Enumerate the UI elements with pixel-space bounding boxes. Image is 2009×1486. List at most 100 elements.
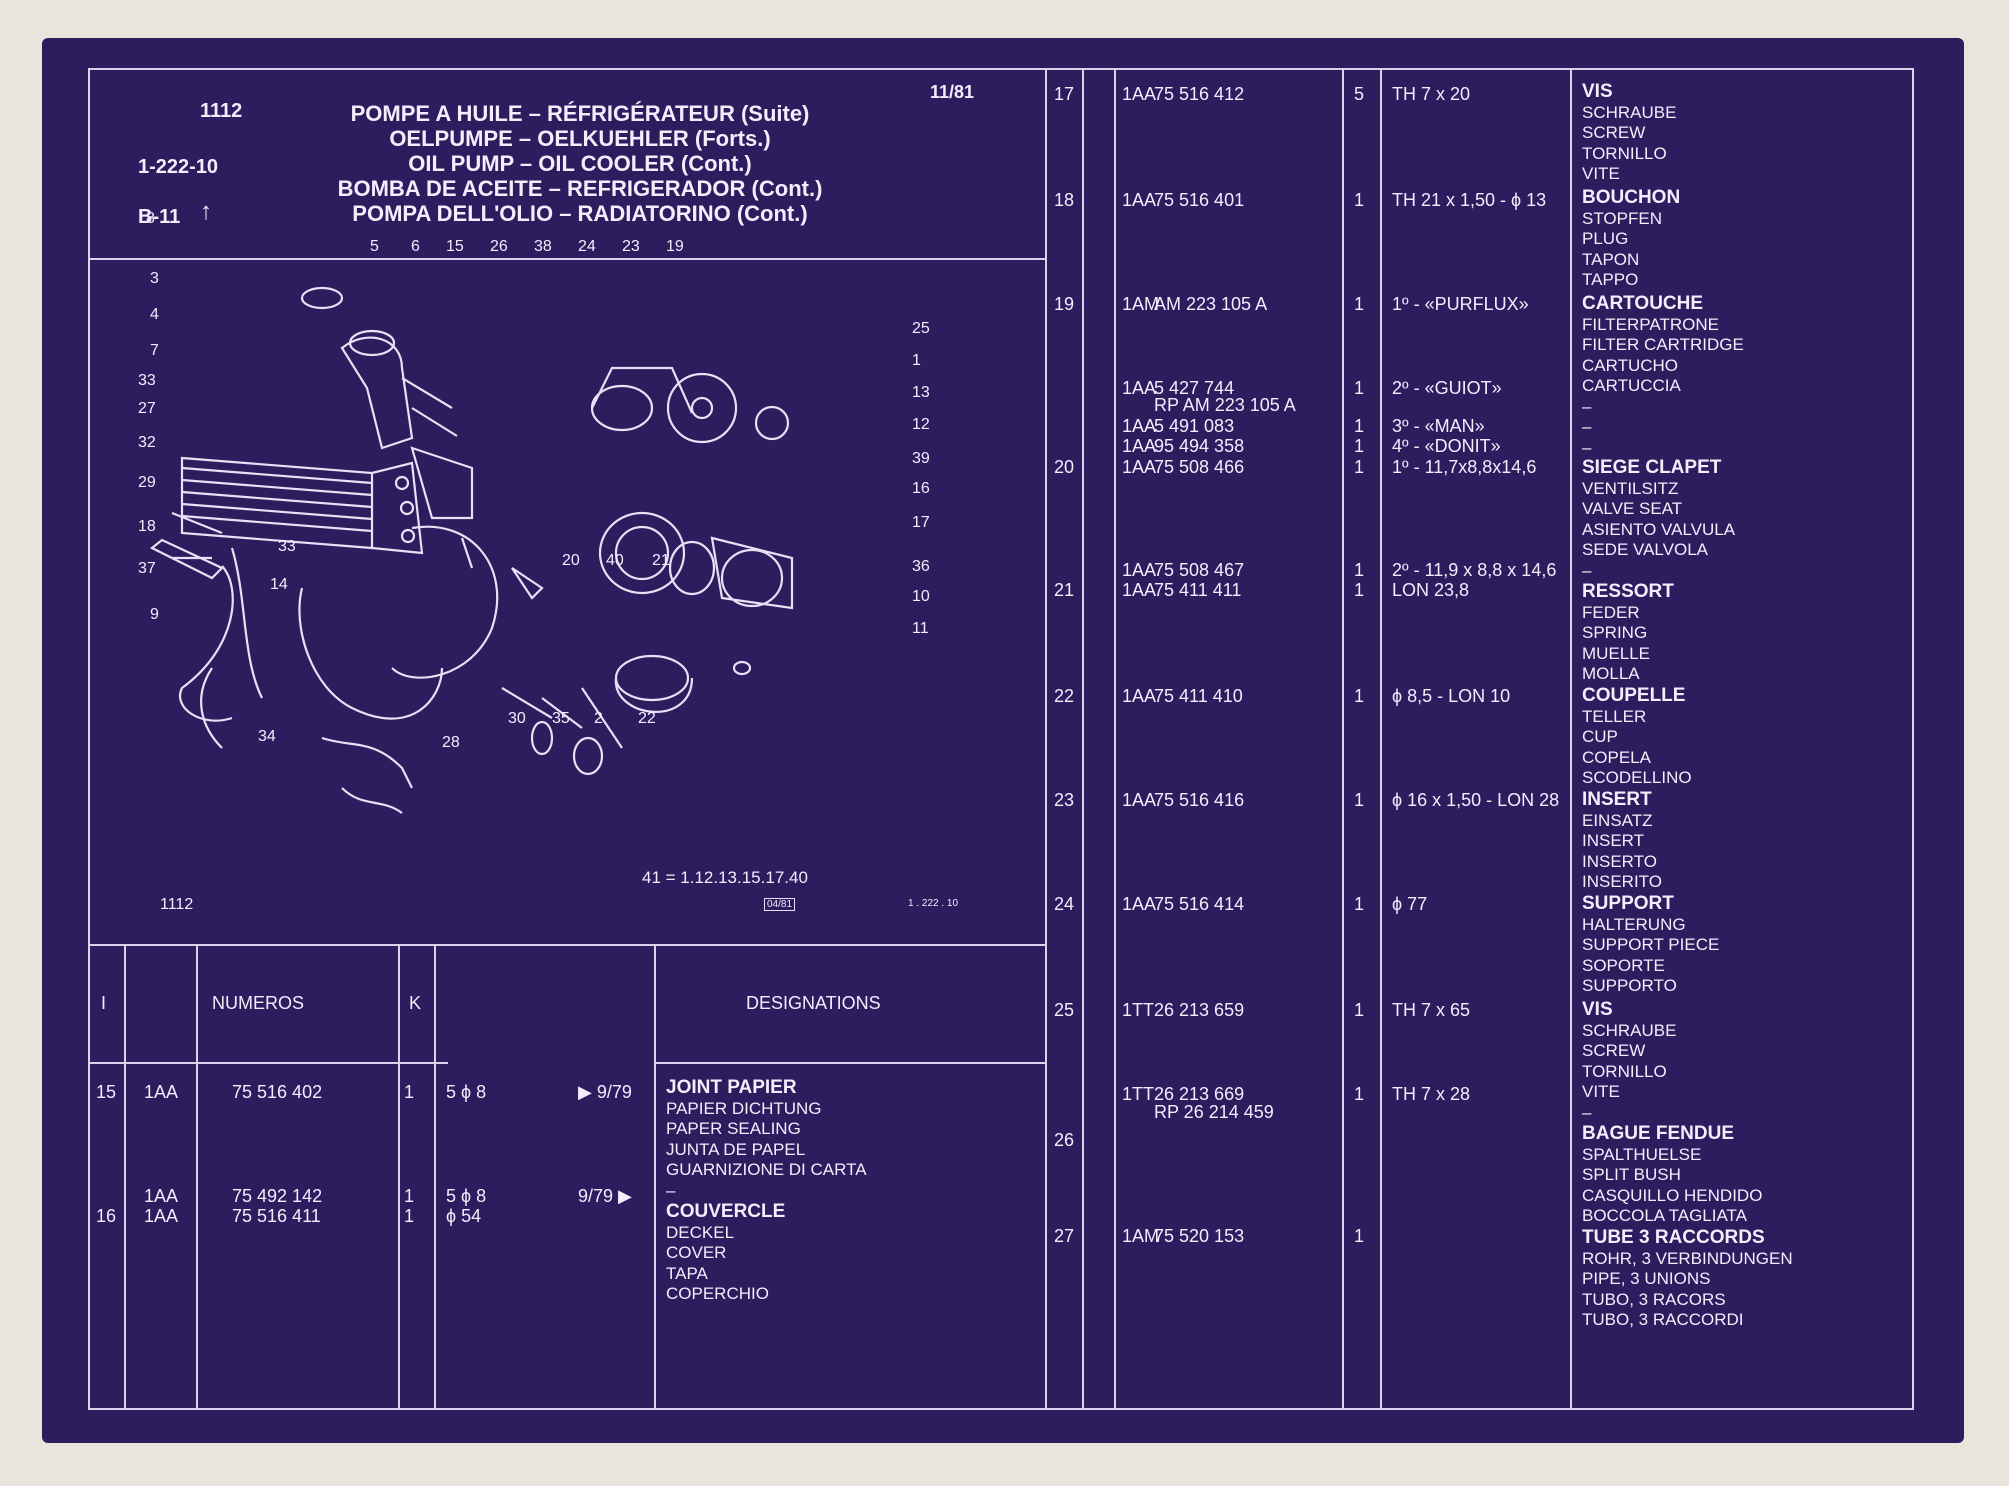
callout-36: 36 <box>912 558 930 575</box>
right-row-item: 21 <box>1054 580 1075 600</box>
right-row-code: 1AA <box>1122 436 1157 456</box>
left-row-code: 1AA <box>144 1082 179 1102</box>
designation-line: SIEGE CLAPET <box>1582 457 1722 478</box>
right-row-qty: 5 <box>1354 84 1365 104</box>
right-row-code: 1AM <box>1122 294 1160 314</box>
designation-line: SCHRAUBE <box>1582 102 1677 122</box>
numeros-header-line <box>88 1062 448 1064</box>
left-row-spec: 5 ϕ 8 <box>446 1186 487 1206</box>
callout-2: 2 <box>594 710 603 727</box>
designation-line: SUPPORT PIECE <box>1582 935 1720 954</box>
designation-line: ROHR, 3 VERBINDUNGEN <box>1582 1248 1793 1268</box>
left-row-item: 16 <box>96 1206 117 1226</box>
right-row-number: 75 508 466 <box>1154 457 1245 477</box>
col-spec-line <box>1570 68 1572 1408</box>
designation-line: SOPORTE <box>1582 955 1665 975</box>
table-top-line <box>88 944 1045 946</box>
designation-line: – <box>666 1180 676 1200</box>
designation-line: SCODELLINO <box>1582 768 1692 787</box>
designation-line: MOLLA <box>1582 664 1640 683</box>
right-row-spec: 2º - «GUIOT» <box>1392 378 1502 398</box>
callout-33-mid: 33 <box>278 538 296 555</box>
left-col-item-line <box>124 944 126 1408</box>
right-row-code: 1TT <box>1122 1084 1155 1104</box>
right-row-number: 75 508 467 <box>1154 560 1245 580</box>
sheet-frame <box>88 68 1914 1410</box>
designation-line: TUBO, 3 RACCORDI <box>1582 1310 1744 1329</box>
left-col-qty-line <box>434 944 436 1408</box>
diagram-ref: 1 . 222 . 10 <box>908 898 959 909</box>
col-number-line <box>1342 68 1344 1408</box>
callout-23: 23 <box>622 238 640 255</box>
callout-5: 5 <box>370 238 379 255</box>
right-row-spec: TH 21 x 1,50 - ϕ 13 <box>1392 190 1547 210</box>
title-de: OELPUMPE – OELKUEHLER (Forts.) <box>389 126 771 151</box>
designation-line: SPALTHUELSE <box>1582 1144 1702 1164</box>
pump-gear-drawing <box>598 511 794 713</box>
exploded-view-diagram <box>149 286 794 814</box>
callout-38: 38 <box>534 238 552 255</box>
header-divider <box>88 258 1045 260</box>
designation-line: TELLER <box>1582 706 1647 726</box>
designation-line: SCREW <box>1582 1041 1646 1060</box>
right-row-number: 95 494 358 <box>1154 436 1245 456</box>
callout-28: 28 <box>442 734 460 751</box>
right-row-code: 1AM <box>1122 1226 1160 1246</box>
diagram-code: 1112 <box>160 896 194 913</box>
right-row-qty: 1 <box>1354 416 1365 436</box>
right-row-code: 1AA <box>1122 560 1157 580</box>
right-row-spec: TH 7 x 20 <box>1392 84 1471 104</box>
right-row-item: 20 <box>1054 457 1075 477</box>
designation-line: TAPA <box>666 1263 708 1283</box>
callout-27: 27 <box>138 400 156 417</box>
designation-line: – <box>1582 1102 1592 1122</box>
designation-line: – <box>1582 560 1592 580</box>
col-header-k: K <box>409 993 422 1013</box>
col-code-line <box>1114 68 1116 1408</box>
right-row-qty: 1 <box>1354 560 1365 580</box>
designation-line: PLUG <box>1582 229 1629 248</box>
designation-line: RESSORT <box>1582 581 1674 602</box>
callout-11: 11 <box>912 620 929 637</box>
col-header-numeros: NUMEROS <box>212 993 305 1013</box>
right-row-spec: LON 23,8 <box>1392 580 1470 600</box>
callout-17: 17 <box>912 514 930 531</box>
designation-line: CUP <box>1582 727 1618 746</box>
callout-24: 24 <box>578 238 596 255</box>
right-row-spec: ϕ 8,5 - LON 10 <box>1392 686 1511 706</box>
left-row-spec: ϕ 54 <box>446 1206 482 1226</box>
col-header-designations: DESIGNATIONS <box>746 993 881 1013</box>
right-row-code: 1TT <box>1122 1000 1155 1020</box>
right-row-qty: 1 <box>1354 1000 1365 1020</box>
callout-4: 4 <box>150 306 159 323</box>
designation-line: COPELA <box>1582 747 1651 767</box>
header-titles: POMPE A HUILE – RÉFRIGÉRATEUR (Suite) OE… <box>310 101 850 226</box>
right-row-number: 75 411 410 <box>1154 686 1243 706</box>
designation-line: VENTILSITZ <box>1582 478 1679 498</box>
pump-housing-drawing <box>298 329 499 789</box>
designation-line: – <box>1582 437 1592 457</box>
right-row-number: RP 26 214 459 <box>1154 1102 1274 1122</box>
left-row-number: 75 516 402 <box>232 1082 323 1102</box>
designation-line: MUELLE <box>1582 643 1651 663</box>
right-row-spec: 2º - 11,9 x 8,8 x 14,6 <box>1392 560 1557 580</box>
col-header-i: I <box>101 993 107 1013</box>
oil-filter-drawing <box>590 366 790 444</box>
left-row-spec: 5 ϕ 8 <box>446 1082 487 1102</box>
right-row-spec: ϕ 77 <box>1392 894 1428 914</box>
callout-9: 9 <box>150 606 159 623</box>
right-row-qty: 1 <box>1354 894 1365 914</box>
right-row-code: 1AA <box>1122 84 1157 104</box>
right-row-code: 1AA <box>1122 686 1157 706</box>
right-row-number: RP AM 223 105 A <box>1154 395 1296 415</box>
callout-22: 22 <box>638 710 656 727</box>
designation-line: JUNTA DE PAPEL <box>666 1139 806 1159</box>
col-qty-line <box>1380 68 1382 1408</box>
left-col-number-line <box>398 944 400 1408</box>
